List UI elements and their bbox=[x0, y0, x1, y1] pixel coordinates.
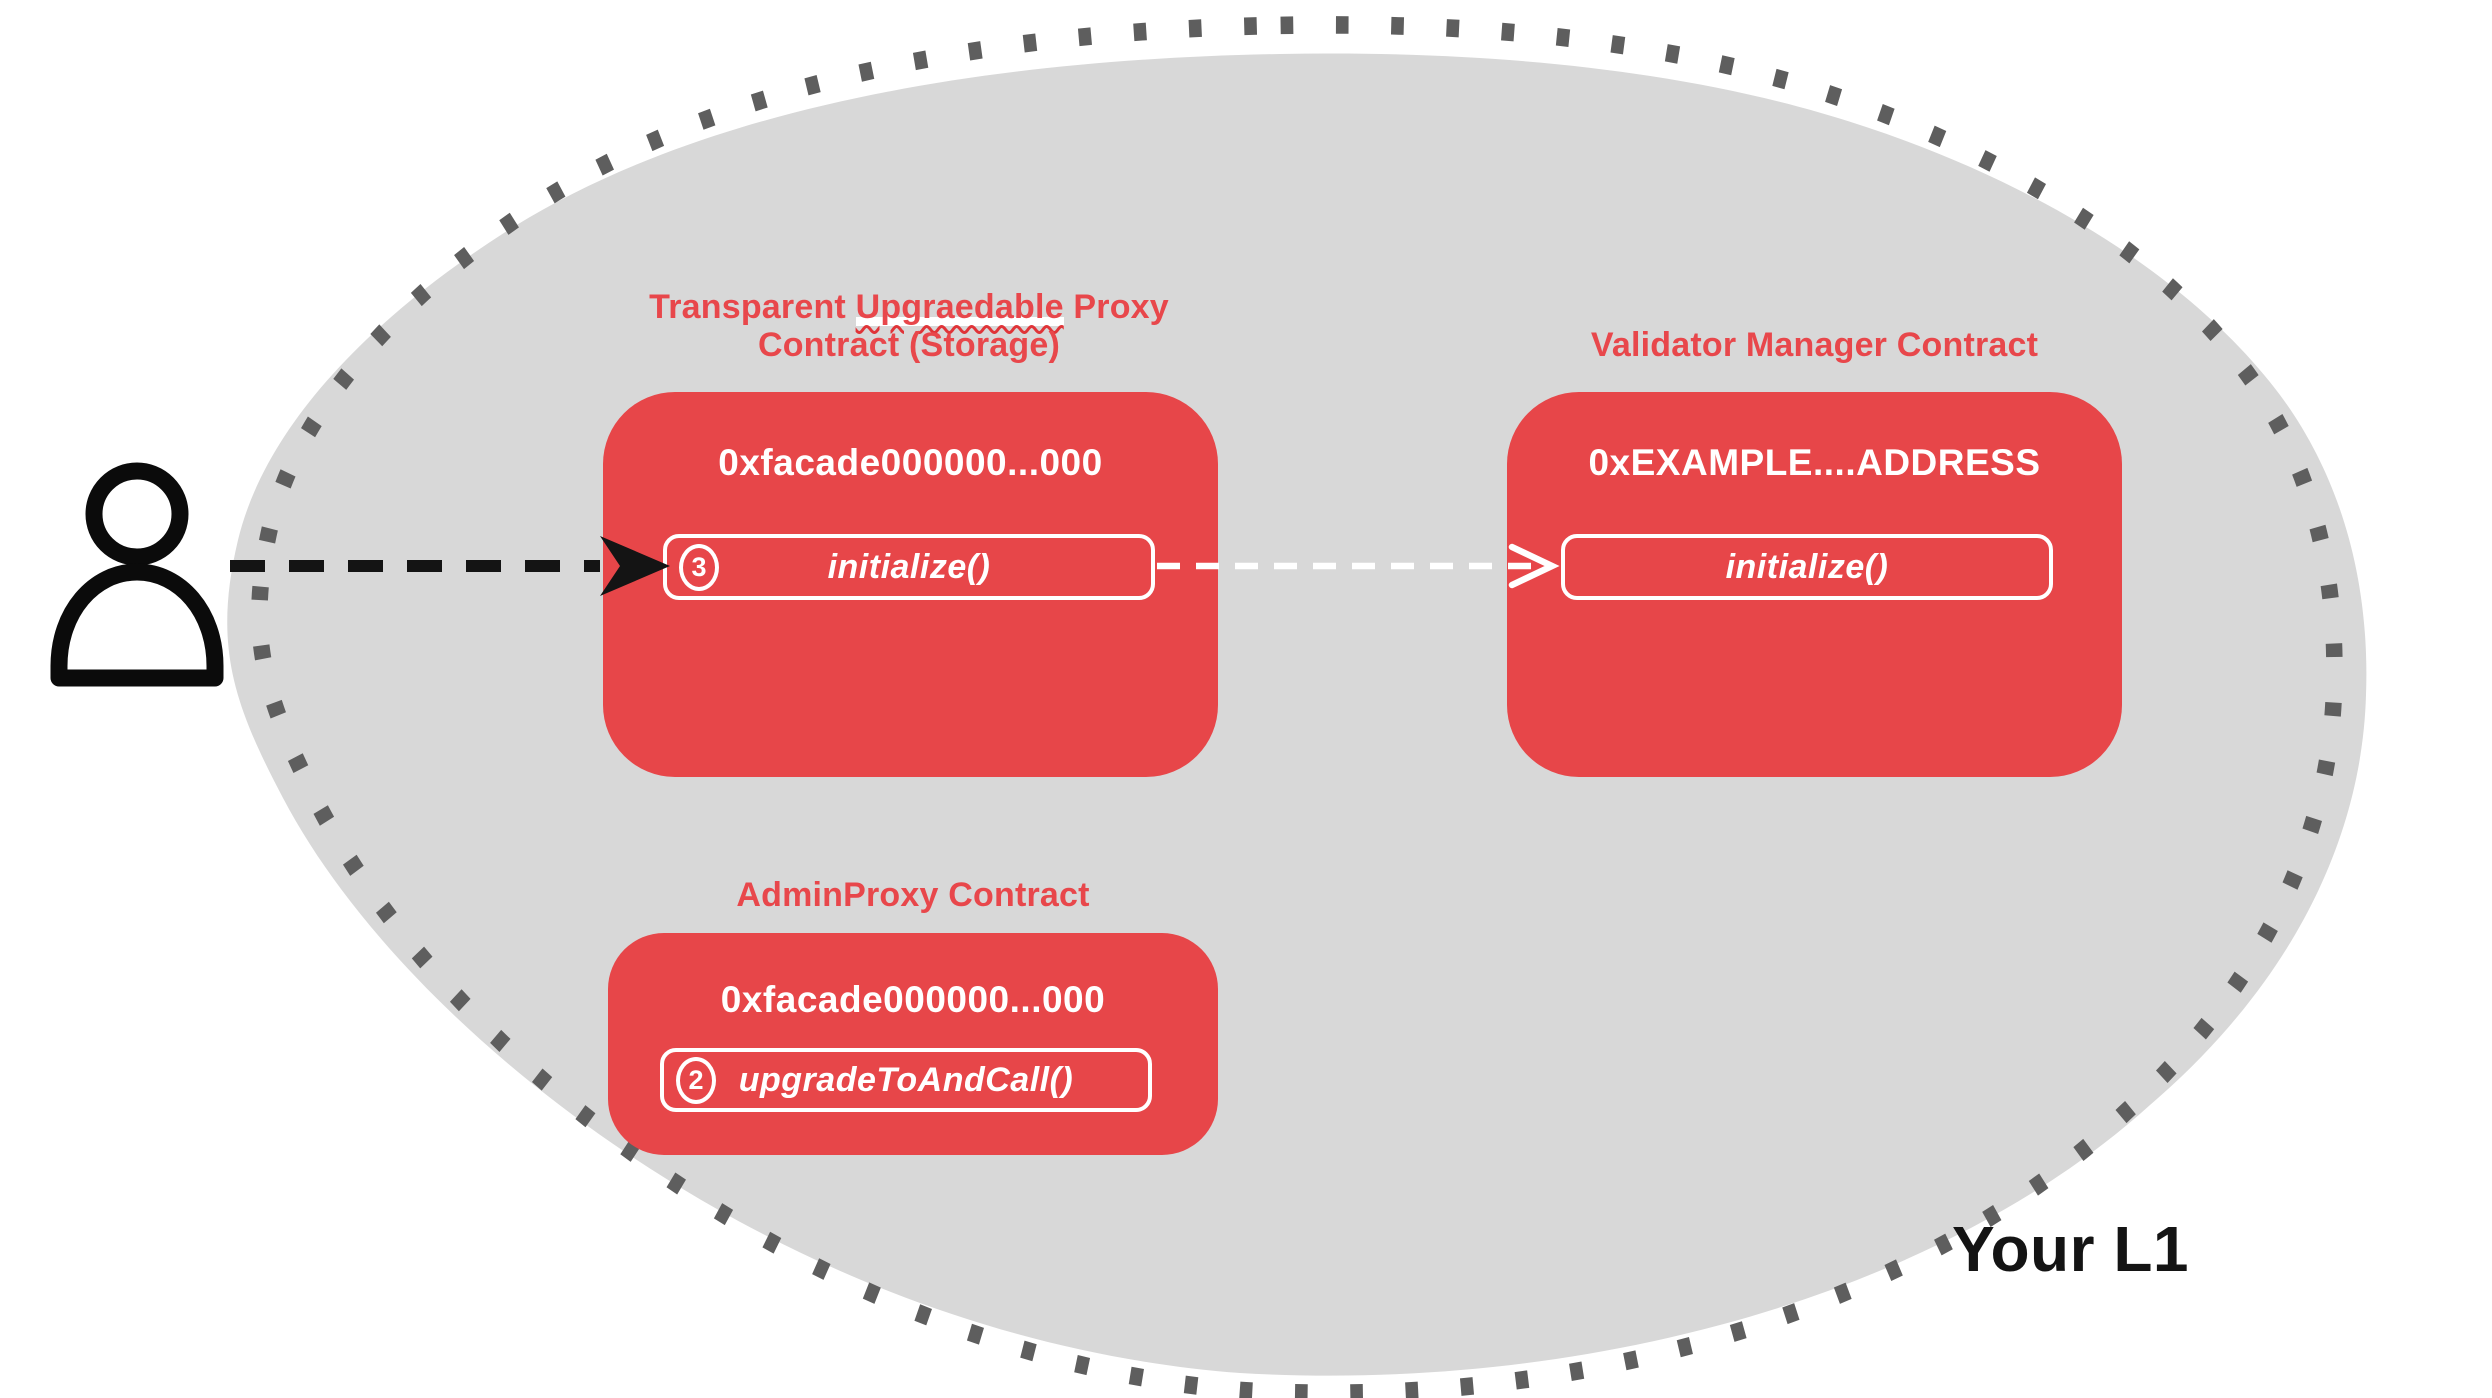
contract-card-admin-proxy: 0xfacade000000...000 2 upgradeToAndCall(… bbox=[608, 933, 1218, 1155]
title-line-1: Transparent Upgraedable Proxy bbox=[649, 288, 1169, 326]
method-button-proxy-initialize: 3 initialize() bbox=[663, 534, 1155, 600]
method-label: upgradeToAndCall() bbox=[738, 1060, 1074, 1099]
contract-address: 0xfacade000000...000 bbox=[720, 979, 1106, 1020]
person-body bbox=[50, 563, 224, 687]
contract-address: 0xfacade000000...000 bbox=[718, 442, 1103, 483]
title-text: Transparent bbox=[649, 288, 856, 326]
contract-title-admin-proxy: AdminProxy Contract bbox=[608, 876, 1218, 914]
person-head bbox=[85, 462, 189, 566]
step-badge-3: 3 bbox=[679, 544, 719, 591]
method-button-upgrade-to-and-call: 2 upgradeToAndCall() bbox=[660, 1048, 1152, 1112]
contract-card-validator-manager: 0xEXAMPLE....ADDRESS initialize() bbox=[1507, 392, 2122, 777]
title-line-1: AdminProxy Contract bbox=[736, 876, 1090, 914]
region-label-your-l1: Your L1 bbox=[1952, 1213, 2189, 1285]
title-line-1: Validator Manager Contract bbox=[1590, 326, 2039, 364]
method-label: initialize() bbox=[1725, 547, 1889, 586]
title-line-2: Contract (Storage) bbox=[757, 326, 1061, 364]
contract-title-validator-manager: Validator Manager Contract bbox=[1507, 326, 2122, 364]
contract-title-transparent-proxy: Transparent Upgraedable Proxy Contract (… bbox=[600, 288, 1218, 364]
step-badge-2: 2 bbox=[676, 1057, 716, 1104]
title-text: Proxy bbox=[1063, 288, 1169, 326]
misspelled-word: Upgraedable bbox=[855, 288, 1064, 326]
method-button-vmc-initialize: initialize() bbox=[1561, 534, 2053, 600]
method-label: initialize() bbox=[827, 547, 991, 586]
contract-address: 0xEXAMPLE....ADDRESS bbox=[1588, 442, 2041, 483]
contract-card-transparent-proxy: 0xfacade000000...000 3 initialize() bbox=[603, 392, 1218, 777]
person-icon bbox=[50, 462, 224, 687]
